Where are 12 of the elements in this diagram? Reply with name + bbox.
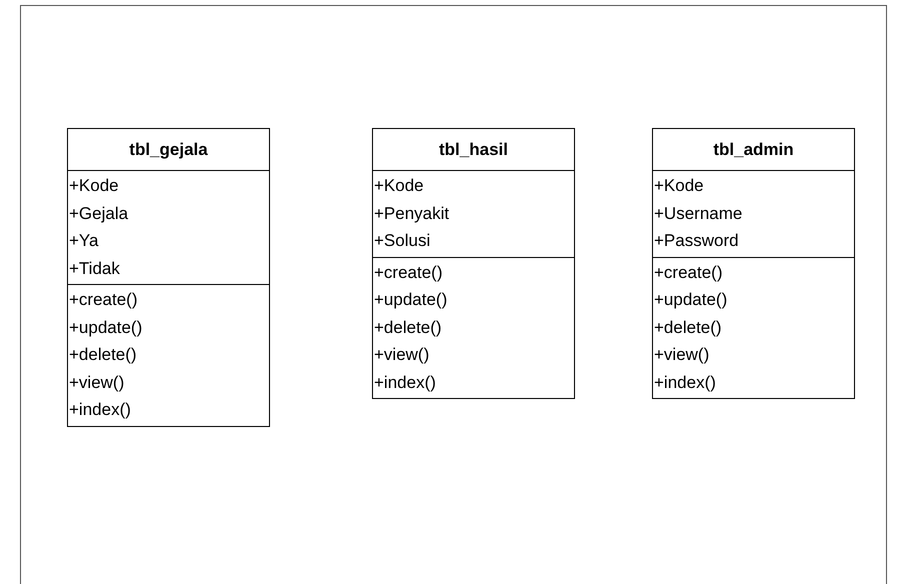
- class-box: [652, 128, 855, 399]
- method-list: +create() +update() +delete() +view() +index(): [373, 258, 574, 398]
- attribute-list: +Kode +Penyakit +Solusi: [373, 171, 574, 258]
- class-name: tbl_hasil: [373, 129, 574, 171]
- method-list: +create() +update() +delete() +view() +index(): [68, 285, 269, 426]
- class-name: tbl_admin: [653, 129, 854, 171]
- method-list: +create() +update() +delete() +view() +index(): [653, 258, 854, 398]
- class-box: [67, 128, 270, 426]
- class-box: [372, 128, 575, 399]
- class-name: tbl_gejala: [68, 129, 269, 171]
- attribute-list: +Kode +Username +Password: [653, 171, 854, 258]
- attribute-list: +Kode +Gejala +Ya +Tidak: [68, 171, 269, 285]
